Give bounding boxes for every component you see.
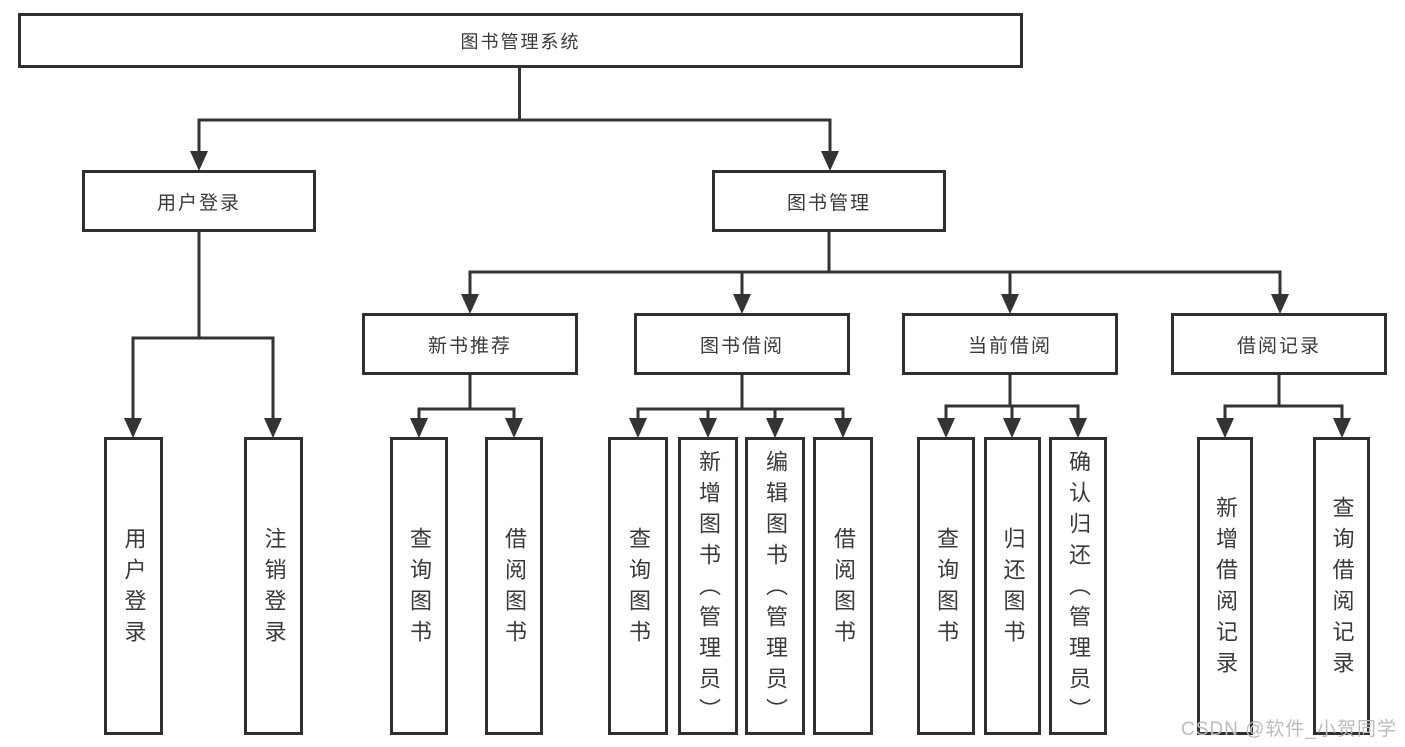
node-borrow-records: 借阅记录: [1171, 313, 1387, 375]
leaf-borrow-books-recommend: 借阅图书: [485, 437, 543, 735]
leaf-query-books-recommend: 查询图书: [390, 437, 448, 735]
node-current-borrow: 当前借阅: [902, 313, 1118, 375]
leaf-query-borrow-record: 查询借阅记录: [1313, 437, 1370, 735]
arrowhead-icons: [124, 151, 1351, 438]
leaf-add-borrow-record: 新增借阅记录: [1197, 437, 1253, 735]
csdn-watermark: CSDN @软件_小贺同学: [1181, 719, 1397, 740]
node-new-book-recommend: 新书推荐: [362, 313, 578, 375]
leaf-edit-books-admin: 编辑图书（管理员）: [745, 437, 805, 735]
node-library-management-system: 图书管理系统: [18, 13, 1023, 68]
leaf-return-books: 归还图书: [984, 437, 1041, 735]
node-book-management: 图书管理: [712, 170, 946, 232]
node-book-borrow: 图书借阅: [634, 313, 850, 375]
leaf-add-books-admin: 新增图书（管理员）: [678, 437, 738, 735]
leaf-logout: 注销登录: [244, 437, 303, 735]
leaf-confirm-return-admin: 确认归还（管理员）: [1049, 437, 1107, 735]
node-user-login: 用户登录: [82, 170, 316, 232]
leaf-query-books-current: 查询图书: [917, 437, 975, 735]
leaf-borrow-books: 借阅图书: [813, 437, 873, 735]
leaf-user-login: 用户登录: [104, 437, 163, 735]
leaf-query-books-borrow: 查询图书: [608, 437, 668, 735]
